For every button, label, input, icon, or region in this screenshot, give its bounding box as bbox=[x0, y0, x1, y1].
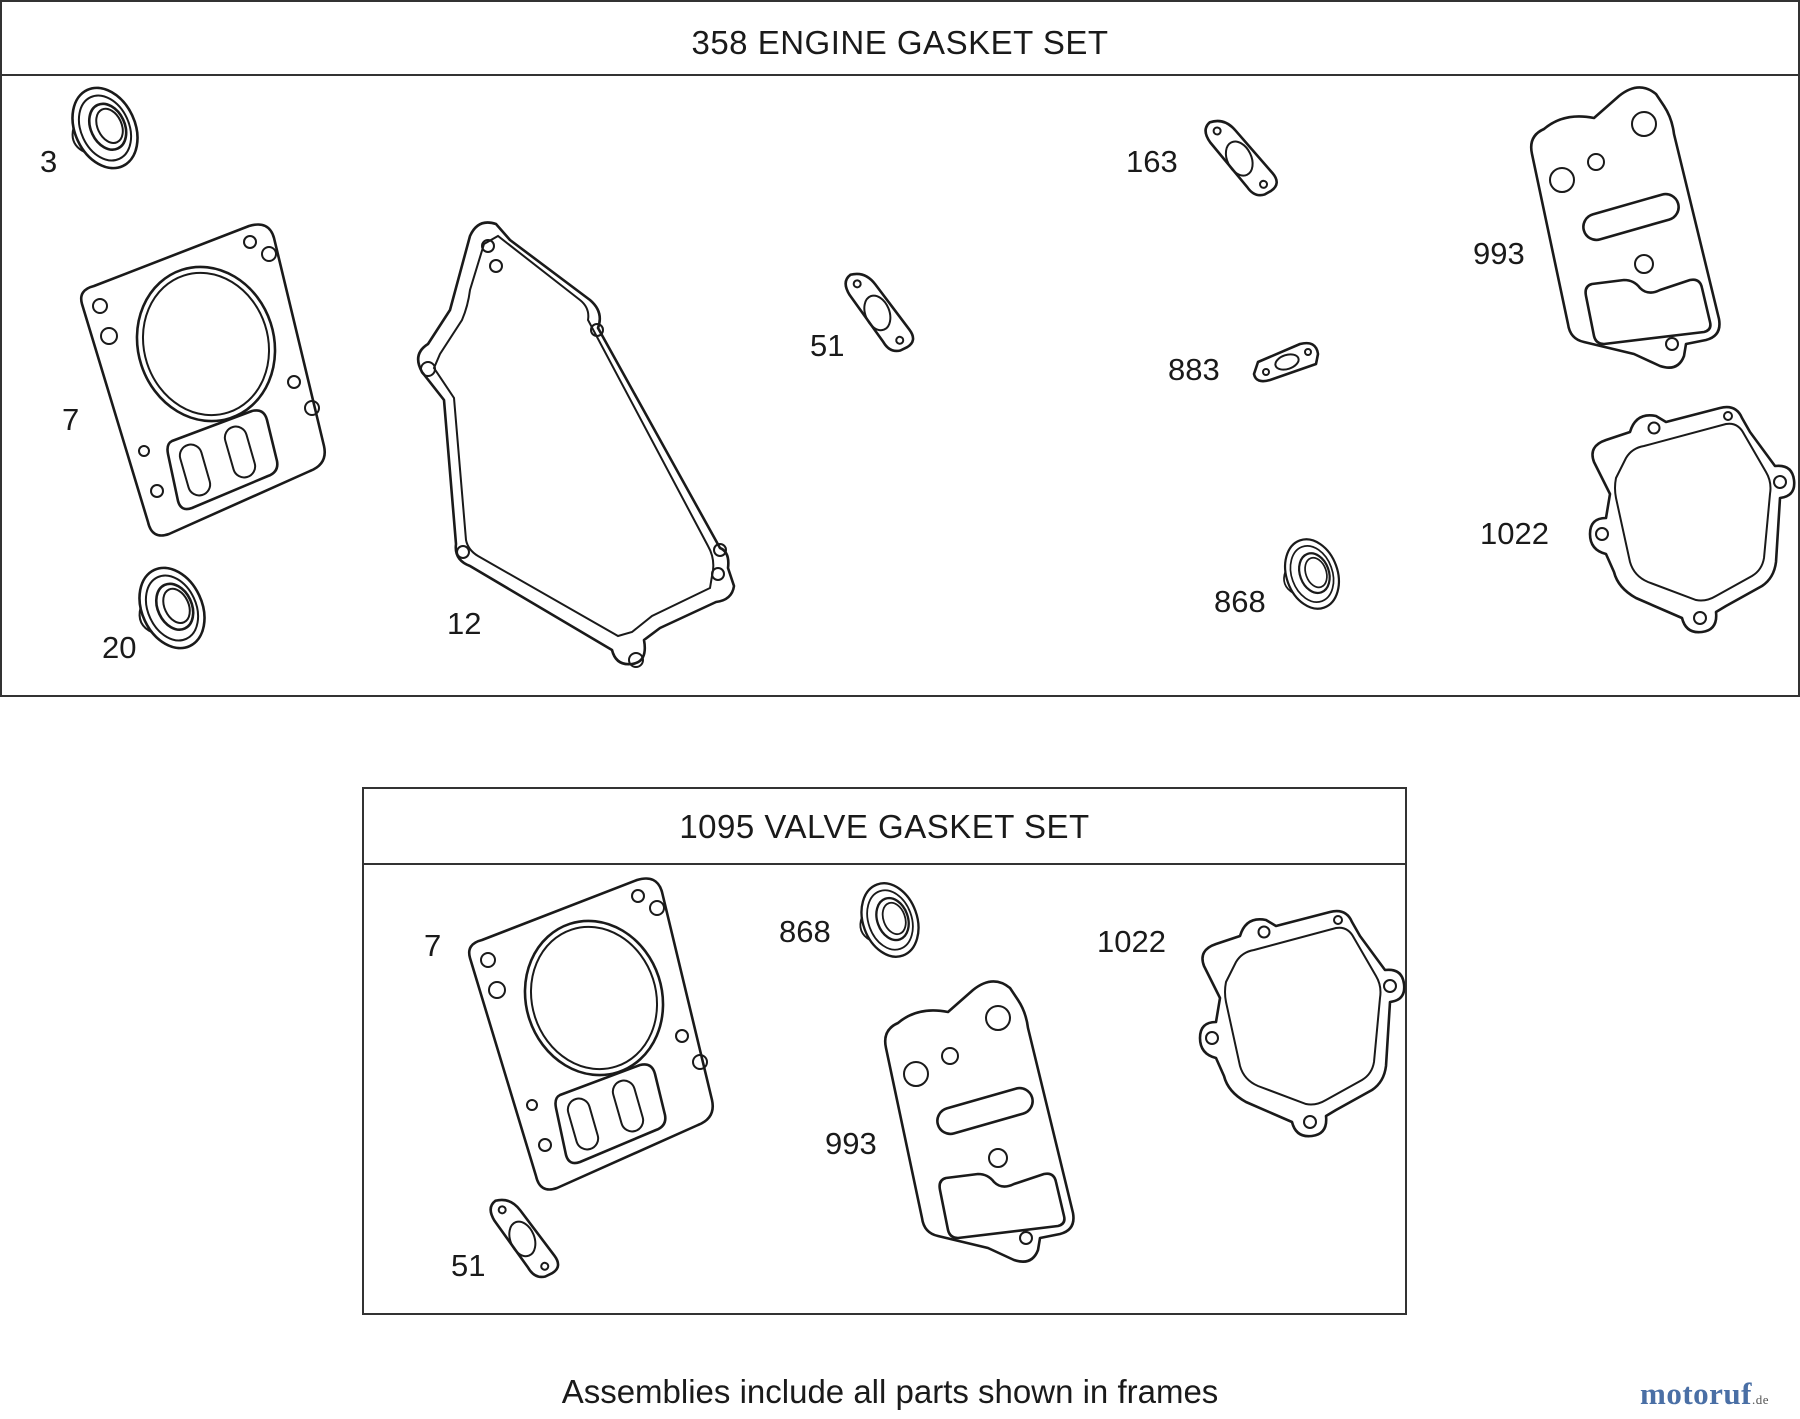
valve-label-868: 868 bbox=[779, 914, 831, 949]
motoruf-logo: motoruf.de bbox=[1640, 1376, 1770, 1411]
engine-part-12-crankcase-gasket bbox=[416, 221, 736, 668]
engine-part-1022-rocker-cover-gasket bbox=[1588, 405, 1796, 634]
engine-label-3: 3 bbox=[40, 144, 58, 179]
valve-gasket-set-frame: 1095 VALVE GASKET SET bbox=[362, 787, 1407, 1315]
engine-gasket-set-title: 358 ENGINE GASKET SET bbox=[2, 2, 1798, 76]
engine-part-883-gasket bbox=[1252, 341, 1320, 383]
engine-part-868-valve-seal bbox=[1271, 530, 1350, 619]
engine-label-883: 883 bbox=[1168, 352, 1220, 387]
engine-label-20: 20 bbox=[102, 630, 137, 665]
valve-label-993: 993 bbox=[825, 1126, 877, 1161]
engine-label-12: 12 bbox=[447, 606, 482, 641]
valve-part-51-intake-gasket bbox=[480, 1197, 568, 1281]
valve-gasket-set-title: 1095 VALVE GASKET SET bbox=[364, 789, 1405, 865]
valve-part-1022-rocker-cover-gasket bbox=[1198, 909, 1406, 1138]
engine-part-20-oil-seal bbox=[122, 555, 219, 662]
engine-label-1022: 1022 bbox=[1480, 516, 1549, 551]
engine-label-163: 163 bbox=[1126, 144, 1178, 179]
valve-label-51: 51 bbox=[451, 1248, 486, 1283]
valve-part-993-valve-cover-gasket bbox=[883, 980, 1075, 1263]
valve-label-7: 7 bbox=[424, 928, 442, 963]
engine-label-868: 868 bbox=[1214, 584, 1266, 619]
engine-label-993: 993 bbox=[1473, 236, 1525, 271]
engine-label-7: 7 bbox=[62, 402, 80, 437]
engine-part-163-gasket bbox=[1200, 118, 1282, 198]
engine-part-51-intake-gasket bbox=[835, 271, 923, 355]
engine-part-993-valve-cover-gasket bbox=[1529, 86, 1721, 369]
engine-label-51: 51 bbox=[810, 328, 845, 363]
valve-part-7-head-gasket bbox=[467, 877, 715, 1191]
engine-part-7-head-gasket bbox=[79, 223, 327, 537]
valve-part-868-valve-seal bbox=[847, 874, 930, 968]
engine-part-3-oil-seal bbox=[55, 75, 152, 182]
valve-label-1022: 1022 bbox=[1097, 924, 1166, 959]
footnote: Assemblies include all parts shown in fr… bbox=[561, 1373, 1219, 1410]
